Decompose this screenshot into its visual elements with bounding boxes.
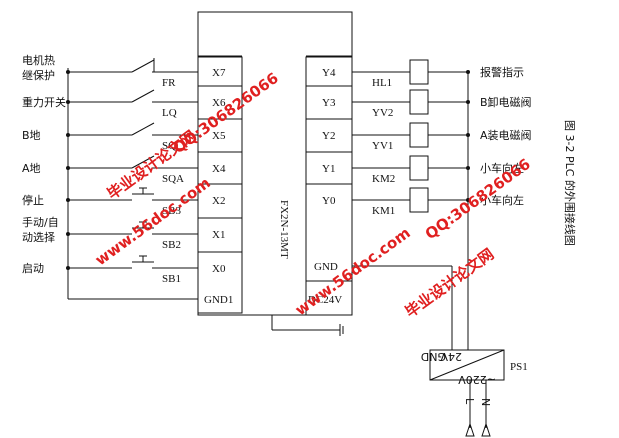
coil-icon	[409, 89, 429, 115]
svg-text:L: L	[463, 398, 476, 405]
input-device: SB3	[162, 205, 181, 217]
output-wiring: Y4HL1报警指示Y3YV2B卸电磁阀Y2YV1A装电磁阀Y1KM2小车向左Y0…	[306, 55, 532, 217]
input-label: 电机热继保护	[22, 53, 55, 82]
output-device: KM1	[372, 205, 395, 217]
output-label: 小车向左	[480, 161, 524, 175]
coil-icon	[409, 155, 429, 181]
output-terminal: Y1	[322, 163, 335, 175]
gnd-terminal: GND	[314, 261, 338, 273]
coil-icon	[409, 187, 429, 213]
plc-model-label: FX2N-13MT	[278, 200, 290, 259]
watermark-qq-1: QQ:306826066	[170, 69, 282, 157]
input-label: 停止	[22, 193, 44, 207]
output-device: YV2	[372, 107, 393, 119]
output-device: YV1	[372, 140, 393, 152]
input-terminal: X5	[212, 130, 226, 142]
watermark-site-2: www.56doc.com	[292, 224, 414, 319]
svg-text:GND: GND	[421, 350, 446, 363]
output-label: 报警指示	[480, 65, 524, 79]
output-label: B卸电磁阀	[480, 95, 532, 109]
output-device: HL1	[372, 77, 392, 89]
output-terminal: Y3	[322, 97, 336, 109]
svg-text:~220V: ~220V	[458, 373, 496, 386]
power-supply-box	[429, 349, 505, 381]
terminal-l-icon	[465, 422, 475, 437]
input-label: 手动/自动选择	[22, 215, 59, 244]
input-device: LQ	[162, 107, 177, 119]
svg-text:24V: 24V	[440, 350, 462, 363]
input-terminal: X0	[212, 263, 226, 275]
ps-name: PS1	[510, 361, 528, 373]
output-label: 小车向左	[480, 193, 524, 207]
coil-icon	[409, 59, 429, 85]
input-device: SQA	[162, 173, 184, 185]
coil-icon	[409, 122, 429, 148]
gnd1-terminal: GND1	[204, 294, 233, 306]
input-label: 重力开关	[22, 95, 66, 109]
output-terminal: Y4	[322, 67, 336, 79]
input-device: SB2	[162, 239, 181, 251]
input-label: 启动	[22, 262, 44, 275]
input-label: B地	[22, 129, 41, 142]
input-terminal: X2	[212, 195, 225, 207]
input-device: FR	[162, 77, 176, 89]
no-contact-icon	[131, 122, 155, 136]
nc-contact-icon	[131, 59, 155, 73]
input-device: SQ	[162, 140, 176, 152]
power-supply: GND 24V ~220V PS1 L N	[421, 349, 528, 437]
output-terminal: Y2	[322, 130, 335, 142]
output-terminal: Y0	[322, 195, 336, 207]
watermark-brand-2: 毕业设计论文网	[402, 245, 498, 321]
output-device: KM2	[372, 173, 395, 185]
input-terminal: X4	[212, 163, 226, 175]
no-contact-icon	[131, 155, 155, 169]
no-contact-icon	[131, 89, 155, 103]
svg-text:N: N	[479, 398, 492, 406]
output-terminal-block	[305, 56, 353, 316]
dc24v-terminal: DC24V	[308, 294, 342, 306]
terminal-n-icon	[481, 422, 491, 437]
input-label: A地	[22, 162, 41, 175]
input-terminal-block	[197, 56, 243, 314]
input-terminal: X6	[212, 97, 226, 109]
input-terminal: X7	[212, 67, 226, 79]
output-label: A装电磁阀	[480, 128, 532, 142]
figure-caption: 图 3-2 PLC 的外围接线图	[563, 120, 577, 246]
input-device: SB1	[162, 273, 181, 285]
input-terminal: X1	[212, 229, 225, 241]
